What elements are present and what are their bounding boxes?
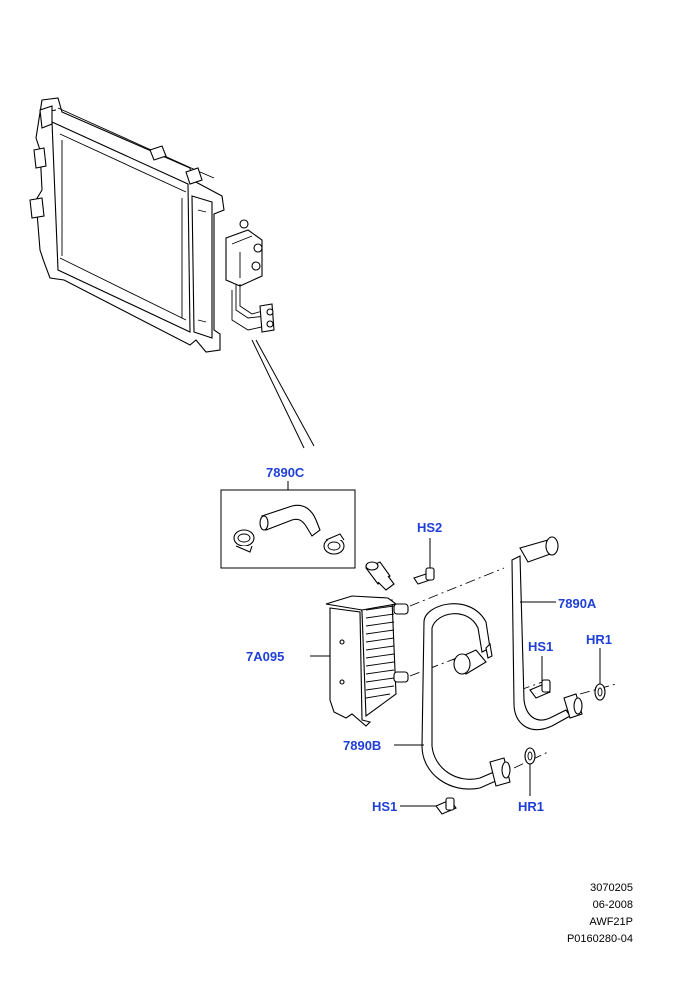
oil-cooler	[310, 595, 409, 727]
alignment-line-hr1-upper	[579, 683, 617, 695]
reference-model: AWF21P	[589, 916, 633, 928]
alignment-line-hr1-lower	[513, 751, 549, 769]
diagram-reference-info: 3070205 06-2008 AWF21P P0160280-04	[567, 880, 633, 948]
label-hose-b: 7890B	[343, 738, 381, 753]
label-hs1-lower: HS1	[372, 799, 397, 814]
alignment-line-upper	[409, 567, 505, 607]
label-oil-cooler: 7A095	[246, 649, 284, 664]
hr1-upper-ring	[594, 648, 606, 701]
label-hr1-lower: HR1	[518, 799, 544, 814]
label-hs2: HS2	[417, 520, 442, 535]
label-hr1-upper: HR1	[586, 632, 612, 647]
connector-fitting	[365, 561, 395, 591]
reference-id: P0160280-04	[566, 933, 633, 945]
alignment-line-mid	[409, 655, 463, 677]
hose-kit-inset	[220, 481, 356, 569]
hose-7890a	[511, 536, 583, 731]
label-hose-a: 7890A	[558, 596, 597, 611]
hs1-upper-bolt	[529, 656, 551, 699]
hr1-lower-ring	[524, 747, 536, 796]
hs1-lower-bolt	[400, 797, 457, 815]
label-hose-kit: 7890C	[266, 465, 305, 480]
hs2-bolt	[413, 538, 435, 585]
detail-pointer	[251, 339, 315, 449]
reference-date: 06-2008	[592, 899, 633, 911]
reference-code: 3070205	[590, 882, 633, 894]
hose-7890b	[394, 603, 511, 790]
radiator-assembly	[29, 97, 275, 353]
label-hs1-upper: HS1	[528, 639, 553, 654]
